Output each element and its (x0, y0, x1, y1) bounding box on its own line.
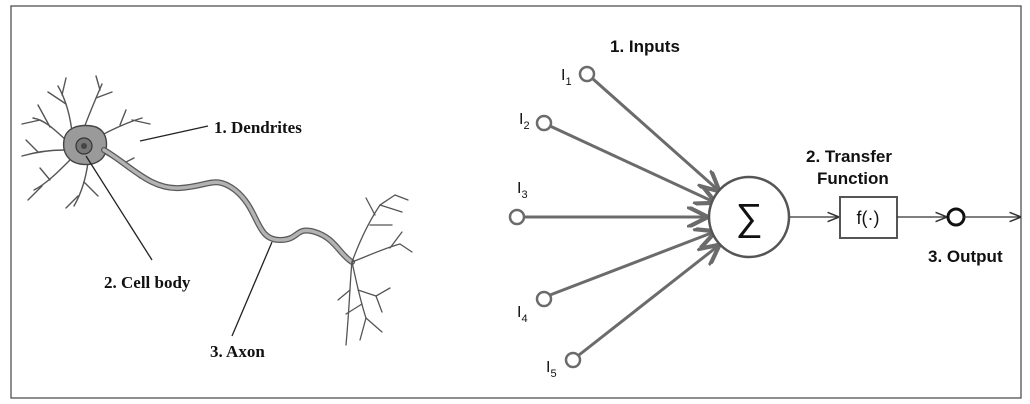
axon (101, 147, 355, 265)
input-3-node (508, 208, 526, 226)
input-2-arrow (549, 124, 714, 202)
input-1-arrow (592, 77, 718, 190)
summation-symbol: ∑ (735, 197, 762, 239)
cell-body-pointer (85, 155, 153, 261)
biological-neuron: 1. Dendrites 2. Cell body 3. Axon (21, 75, 413, 361)
input-3-label: I3 (517, 180, 528, 201)
transfer-title-line2: Function (817, 169, 889, 188)
input-5-node (564, 351, 582, 369)
axon-pointer (231, 241, 273, 337)
figure-frame (10, 5, 1022, 399)
input-2-node (535, 114, 553, 132)
input-1-label: I1 (561, 67, 572, 88)
cell-body-label: 2. Cell body (104, 273, 191, 292)
transfer-function-box (839, 196, 898, 239)
output-node (946, 207, 966, 227)
input-4-arrow (549, 232, 714, 297)
artificial-neuron: 1. Inputs I1 I2 I3 I4 I5 ∑ 2. Transfer F… (508, 37, 1020, 380)
dendrites-label: 1. Dendrites (214, 118, 302, 137)
transfer-function-symbol: f(·) (857, 208, 880, 228)
axon-terminals (337, 194, 413, 346)
transfer-title-line1: 2. Transfer (806, 147, 892, 166)
summation-node (707, 175, 791, 259)
output-title: 3. Output (928, 247, 1003, 266)
axon-label: 3. Axon (210, 342, 265, 361)
inputs-title: 1. Inputs (610, 37, 680, 56)
input-2-label: I2 (519, 111, 530, 132)
input-5-label: I5 (546, 359, 557, 380)
input-1-node (578, 65, 596, 83)
dendrites-pointer (139, 125, 209, 142)
input-4-label: I4 (517, 304, 528, 325)
input-4-node (535, 290, 553, 308)
input-5-arrow (578, 246, 718, 357)
